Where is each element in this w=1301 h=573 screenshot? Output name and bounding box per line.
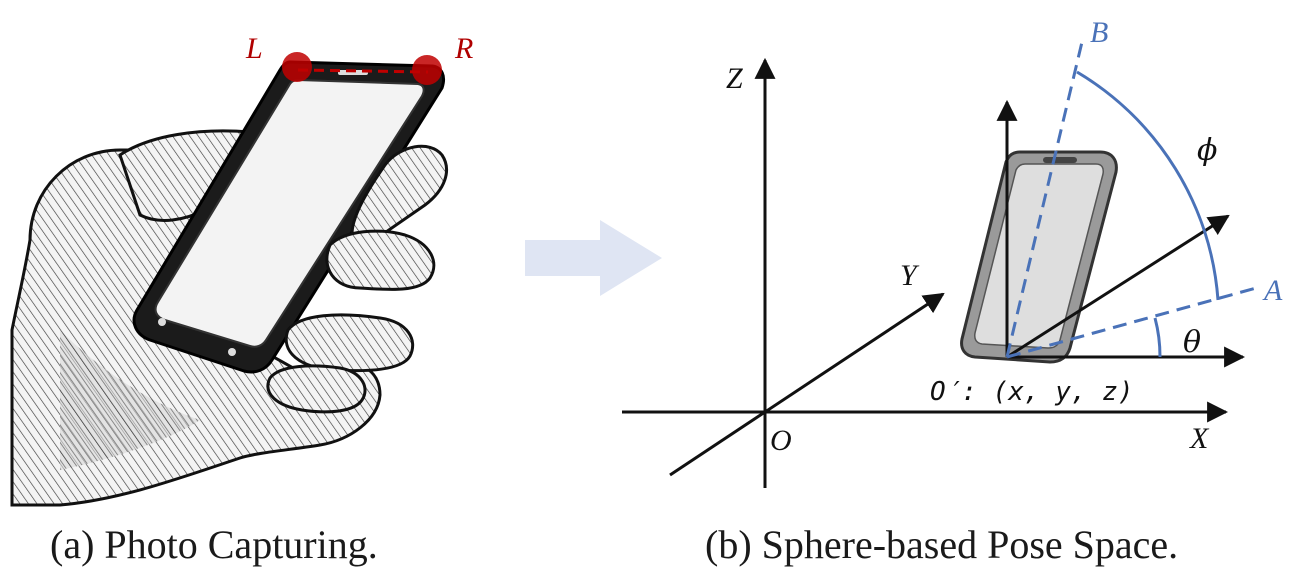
y-axis-label: Y	[900, 259, 920, 292]
phone-button-right	[228, 348, 236, 356]
ray-b-label: B	[1090, 16, 1108, 49]
hand-finger-little	[266, 364, 367, 414]
phi-label: ϕ	[1197, 133, 1217, 168]
local-origin-label: O′: (x, y, z)	[930, 377, 1134, 407]
pose-phone-notch	[1043, 157, 1077, 163]
hand-shadow	[60, 330, 200, 470]
phone-screen	[154, 78, 425, 348]
theta-label: θ	[1183, 325, 1201, 360]
panel-b-caption: (b) Sphere-based Pose Space.	[705, 522, 1178, 567]
phone-button-left	[158, 318, 166, 326]
panel-a: L R (a) Photo Capturing.	[10, 32, 473, 567]
hand-holding-phone-icon	[10, 60, 448, 507]
theta-arc	[1153, 317, 1162, 358]
hand-finger-ring	[284, 313, 415, 373]
right-top-corner-marker	[412, 55, 442, 85]
phi-arc	[1076, 70, 1220, 301]
panel-b: X Z Y O A B θ ϕ O′: (x, y, z) (b) Sphere…	[622, 16, 1283, 567]
origin-label: O	[770, 424, 792, 457]
x-axis-label: X	[1189, 422, 1210, 455]
smartphone-icon	[960, 150, 1118, 364]
ray-b	[1005, 41, 1084, 358]
left-marker-label: L	[245, 32, 263, 65]
right-marker-label: R	[454, 32, 473, 65]
phone-speaker	[338, 70, 368, 75]
ray-a-label: A	[1262, 274, 1283, 307]
phone-top-axis	[297, 68, 429, 74]
hand-finger-middle	[325, 229, 436, 291]
hand-finger-index	[350, 144, 448, 252]
pose-direction-vector	[1006, 214, 1230, 359]
left-top-corner-marker	[282, 52, 312, 82]
y-axis	[669, 292, 945, 477]
panel-a-caption: (a) Photo Capturing.	[50, 522, 378, 567]
transition-arrow-icon	[525, 220, 662, 296]
smartphone-icon	[132, 60, 446, 374]
z-axis-label: Z	[726, 62, 743, 95]
